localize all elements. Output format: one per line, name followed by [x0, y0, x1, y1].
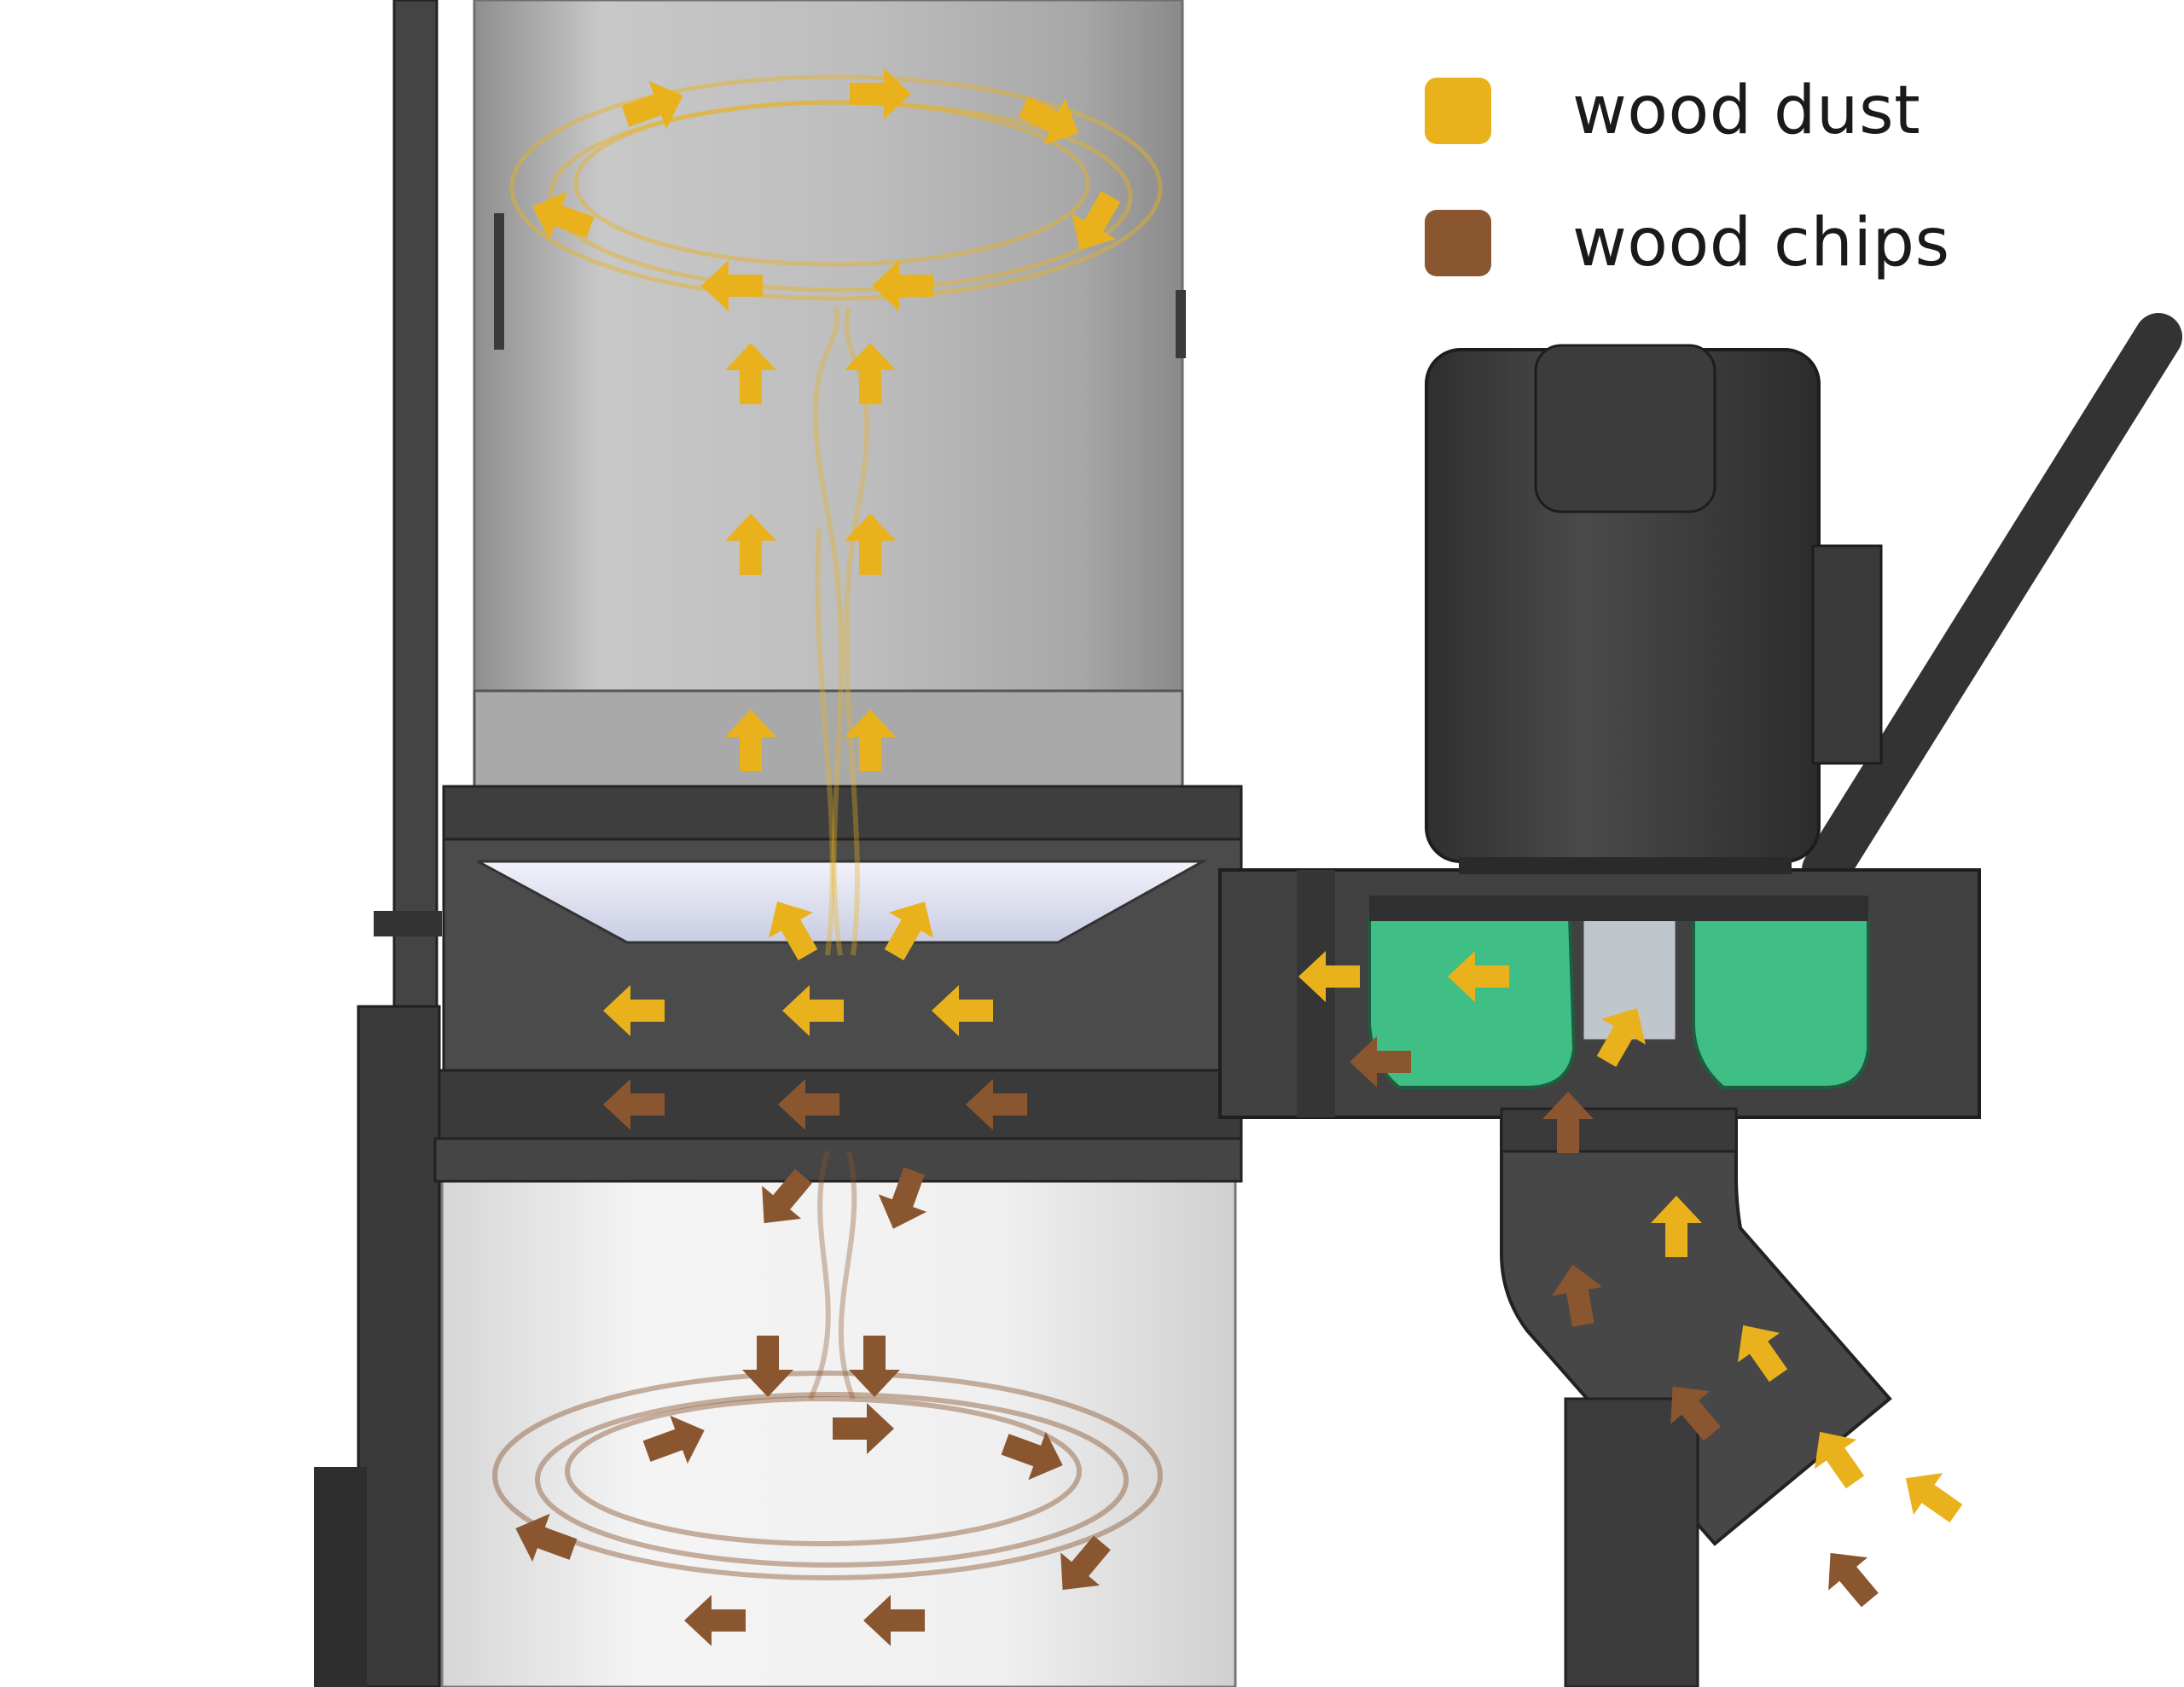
filter-canister-rim: [473, 689, 1184, 803]
dust-arrow: [532, 191, 595, 241]
chip-arrow: [684, 1595, 746, 1646]
canister-latch-right: [1176, 290, 1186, 358]
dust-arrow: [769, 901, 818, 960]
pole-clamp: [374, 911, 442, 936]
legend-swatch-wood-dust: [1425, 78, 1491, 144]
chip-swirl-bottom: [492, 1371, 1163, 1580]
dust-swirl-top: [509, 74, 1163, 301]
legend-label-wood-dust: wood dust: [1572, 72, 1921, 149]
dust-arrow: [845, 513, 896, 575]
dust-arrow: [932, 985, 993, 1036]
chip-arrow: [833, 1403, 894, 1454]
dust-arrows: [532, 68, 1963, 1523]
chip-arrow: [742, 1336, 793, 1397]
dust-arrow: [845, 710, 896, 771]
dust-column: [813, 306, 870, 956]
legend: wood dust wood chips: [1425, 68, 2039, 307]
chip-arrow: [1552, 1264, 1603, 1327]
drum-top-band: [433, 1137, 1243, 1183]
chip-arrow: [1001, 1431, 1063, 1481]
cyclone-collar: [442, 785, 1243, 841]
dust-arrow: [850, 68, 911, 119]
chip-column: [808, 1151, 857, 1400]
legend-label-wood-chips: wood chips: [1572, 205, 1950, 281]
chip-arrow: [966, 1079, 1027, 1130]
housing-flange: [1297, 870, 1335, 1117]
chip-arrow: [642, 1415, 705, 1464]
legend-item-wood-chips: wood chips: [1425, 200, 1950, 286]
dust-arrow: [725, 513, 776, 575]
chip-arrow: [849, 1336, 900, 1397]
dust-arrow: [725, 343, 776, 404]
dust-arrow: [603, 985, 665, 1036]
chip-arrow: [762, 1168, 812, 1224]
handle-bar: [1802, 313, 2182, 894]
dust-arrow: [701, 260, 763, 311]
dust-arrow: [725, 710, 776, 771]
dust-arrow: [621, 80, 683, 130]
legend-item-wood-dust: wood dust: [1425, 68, 1920, 154]
motor-junction-box: [1811, 544, 1883, 765]
side-panel: [314, 1467, 367, 1687]
chip-arrow: [603, 1079, 665, 1130]
dust-arrow: [1905, 1472, 1963, 1523]
dust-arrow: [1651, 1196, 1702, 1257]
collection-drum-frame: [357, 1005, 441, 1687]
dust-arrow: [1814, 1431, 1865, 1489]
dust-arrow: [1298, 951, 1360, 1002]
chip-arrow: [878, 1167, 927, 1229]
chip-arrow: [778, 1079, 839, 1130]
dust-arrow: [1448, 951, 1509, 1002]
dust-arrow: [1737, 1325, 1788, 1383]
chip-arrow: [515, 1513, 578, 1562]
intake-hose: [1500, 1116, 1892, 1546]
legend-swatch-wood-chips: [1425, 210, 1491, 276]
hose-support: [1564, 1397, 1699, 1687]
intake-neck: [1500, 1107, 1738, 1153]
dust-arrow: [782, 985, 844, 1036]
support-pole: [392, 0, 439, 1008]
chip-arrow: [1060, 1535, 1111, 1591]
dust-arrow: [872, 260, 933, 311]
chip-arrow: [1828, 1552, 1879, 1608]
canister-latch-left: [494, 213, 504, 350]
dust-arrow: [1596, 1008, 1646, 1067]
chip-arrows: [515, 1036, 1879, 1646]
chip-arrow: [1542, 1092, 1594, 1153]
separator-cone: [477, 860, 1208, 944]
chip-arrow: [863, 1595, 925, 1646]
dust-arrow: [1072, 191, 1121, 250]
chip-arrow: [1350, 1036, 1411, 1087]
impeller-blade-right: [1692, 915, 1870, 1089]
dust-arrow: [845, 343, 896, 404]
dust-arrow: [1018, 96, 1079, 145]
motor-cap: [1534, 344, 1716, 513]
impeller-plate: [1369, 896, 1868, 921]
motor-base: [1459, 857, 1792, 874]
chip-arrow: [1670, 1386, 1721, 1441]
dust-arrow: [884, 901, 933, 960]
